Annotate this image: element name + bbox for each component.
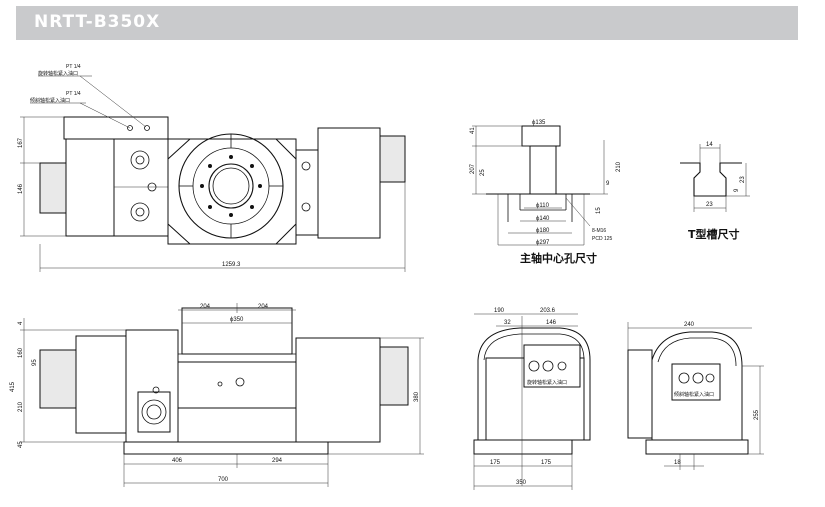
bolt-spec: 8-M16	[592, 228, 606, 234]
t-slot-detail: 14 23 23 9 T型槽尺寸	[680, 142, 750, 241]
dim-175-left: 175	[490, 460, 501, 466]
motor-end-cap	[379, 135, 406, 183]
right-support	[295, 149, 319, 236]
dim-175-right: 175	[541, 460, 552, 466]
dim-d110: ϕ110	[536, 203, 550, 209]
front-view: 204 204 ϕ350 4 160 95 415 210 45 380 406…	[10, 303, 424, 487]
dim-45: 45	[18, 441, 24, 448]
top-cover	[63, 116, 169, 140]
dim-146: 146	[546, 320, 557, 326]
dim-d350: ϕ350	[230, 317, 244, 323]
port2-thread: PT 1/4	[66, 91, 81, 97]
dim-d297: ϕ297	[536, 240, 550, 246]
port2-label: 倾斜轴松紧入油口	[30, 97, 70, 104]
dim-700: 700	[218, 477, 229, 483]
dim-23-width: 23	[706, 202, 713, 208]
side-view-2: 倾斜轴松紧入油口 240 255 18	[627, 322, 764, 470]
dim-415: 415	[10, 381, 16, 392]
panel-1-label: 旋转轴松紧入油口	[527, 379, 567, 386]
side-view-1: 旋转轴松紧入油口 190 203.6 32 146 175 175 350	[473, 308, 591, 490]
dim-210: 210	[616, 161, 622, 172]
dim-167: 167	[18, 137, 24, 148]
front-base	[123, 441, 329, 455]
dim-203-6: 203.6	[540, 308, 556, 314]
port1-label: 旋转轴松紧入油口	[38, 70, 78, 77]
dim-32: 32	[504, 320, 511, 326]
spindle-hole-detail: ϕ135 41 207 25 210 9 15 ϕ110 ϕ140 ϕ180 ϕ…	[470, 120, 622, 265]
dim-190: 190	[494, 308, 505, 314]
dim-d140: ϕ140	[536, 216, 550, 222]
pcd-spec: PCD 125	[592, 236, 613, 242]
dim-210: 210	[18, 401, 24, 412]
connector-panel-1	[523, 344, 581, 388]
panel-2-label: 倾斜轴松紧入油口	[674, 391, 714, 398]
dim-240: 240	[684, 322, 695, 328]
table-top	[181, 307, 293, 355]
dim-294: 294	[272, 458, 283, 464]
dim-207: 207	[470, 163, 476, 174]
dim-204-left: 204	[200, 304, 211, 310]
dim-t-9: 9	[734, 188, 740, 192]
title-bar: NRTT-B350X	[16, 6, 798, 40]
connector-panel-2	[671, 363, 721, 401]
dim-146: 146	[18, 183, 24, 194]
dim-4: 4	[18, 321, 24, 325]
motor-housing	[317, 127, 381, 239]
dim-9: 9	[606, 181, 610, 187]
port1-thread: PT 1/4	[66, 64, 81, 70]
left-axle	[39, 349, 81, 409]
dim-380: 380	[414, 391, 420, 402]
left-axle-housing	[39, 162, 67, 214]
dim-25: 25	[480, 169, 486, 176]
top-view: PT 1/4 旋转轴松紧入油口 PT 1/4 倾斜轴松紧入油口 167 146 …	[18, 64, 406, 272]
left-body	[65, 138, 115, 237]
dim-204-right: 204	[258, 304, 269, 310]
dim-1259-3: 1259.3	[222, 262, 241, 268]
dim-41: 41	[470, 127, 476, 134]
model-title: NRTT-B350X	[34, 12, 161, 32]
motor-front	[295, 337, 381, 443]
dim-160: 160	[18, 347, 24, 358]
dim-14: 14	[706, 142, 713, 148]
dim-23-height: 23	[740, 176, 746, 183]
trunnion-body	[113, 138, 169, 237]
dim-15: 15	[596, 207, 602, 214]
dim-d135: ϕ135	[532, 120, 546, 126]
dim-255: 255	[754, 409, 760, 420]
spindle-hole-caption: 主轴中心孔尺寸	[520, 251, 597, 265]
dim-350: 350	[516, 480, 527, 486]
dim-d180: ϕ180	[536, 228, 550, 234]
dim-406: 406	[172, 458, 183, 464]
t-slot-caption: T型槽尺寸	[688, 227, 740, 241]
dim-95: 95	[32, 359, 38, 366]
dim-18: 18	[674, 460, 681, 466]
